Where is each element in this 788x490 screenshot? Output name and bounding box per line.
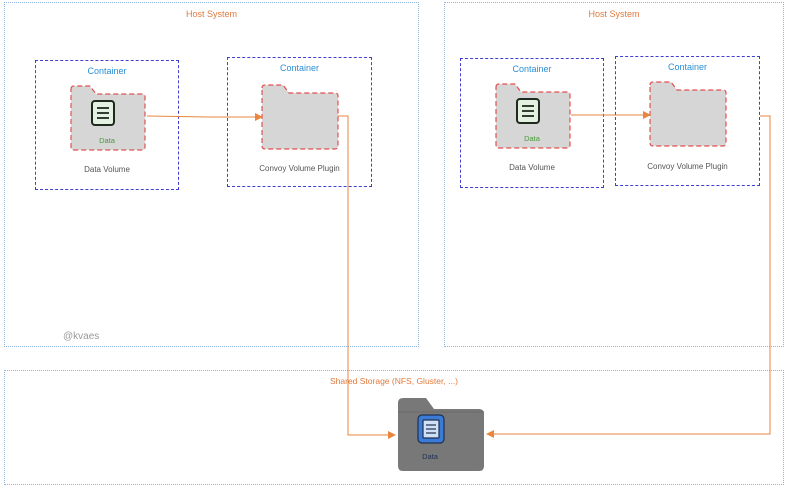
shared-storage-folder-icon (398, 398, 484, 471)
plugin-folder-icon (261, 84, 339, 150)
host-system-title: Host System (185, 9, 237, 19)
container-convoy-plugin-2: Container Convoy Volume Plugin (615, 56, 760, 186)
container-title: Container (667, 62, 708, 72)
plugin-folder-icon (649, 81, 727, 147)
shared-storage-folder-label: Data (422, 452, 438, 461)
data-folder-label: Data (524, 134, 540, 143)
arrow-plugin2-to-storage (486, 115, 771, 438)
data-folder-label: Data (99, 136, 115, 145)
host-system-title: Host System (588, 9, 640, 19)
shared-storage-region: Shared Storage (NFS, Gluster, ...) (4, 370, 784, 485)
container-title: Container (279, 63, 320, 73)
container-data-volume-1: Container Data Data Volume (35, 60, 179, 190)
data-folder-icon (495, 83, 571, 149)
container-title: Container (512, 64, 552, 74)
container-data-volume-2: Container Data Data Volume (460, 58, 604, 188)
arrow-plugin1-to-storage (338, 115, 396, 439)
container-caption: Data Volume (509, 163, 555, 172)
container-caption: Convoy Volume Plugin (647, 162, 728, 171)
host-system-1: Host System @kvaes (4, 2, 419, 347)
container-caption: Data Volume (84, 165, 130, 174)
container-title: Container (87, 66, 127, 76)
arrow-data-to-plugin-1 (146, 113, 263, 121)
host-system-2: Host System (444, 2, 784, 347)
data-folder-icon (70, 85, 146, 151)
shared-storage-title: Shared Storage (NFS, Gluster, ...) (329, 376, 459, 386)
container-caption: Convoy Volume Plugin (259, 164, 340, 173)
watermark: @kvaes (63, 331, 100, 342)
container-convoy-plugin-1: Container Convoy Volume Plugin (227, 57, 372, 187)
